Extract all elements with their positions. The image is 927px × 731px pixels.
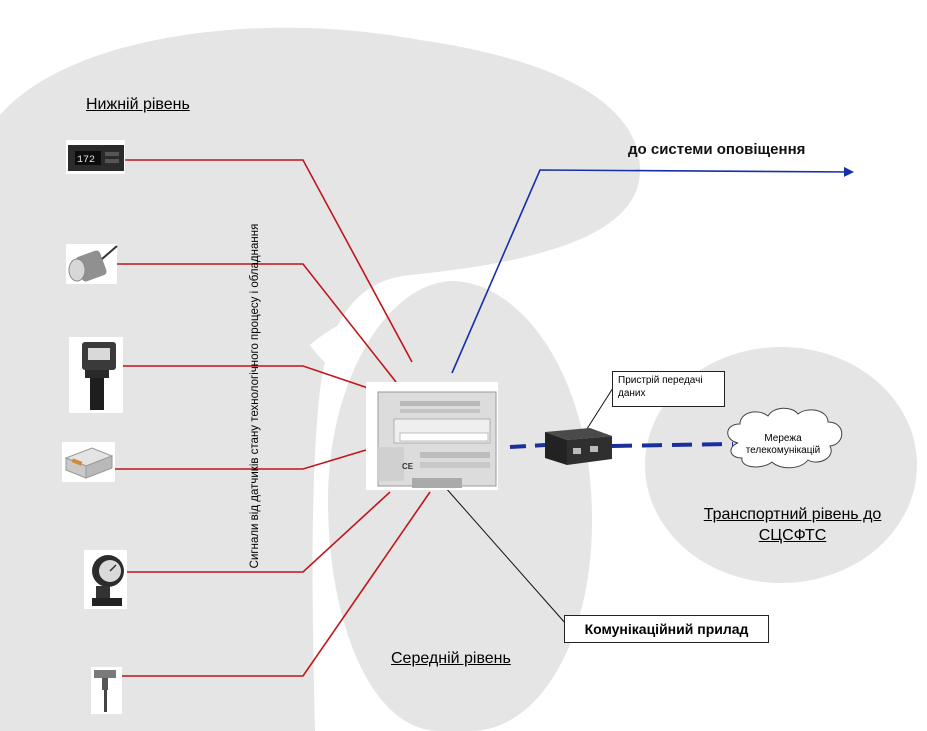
ce-mark: CE	[402, 462, 414, 471]
sensor-link-6	[120, 491, 431, 677]
sensor-links	[113, 159, 431, 677]
sensor-signals-label: Сигнали від датчиків стану технологічног…	[249, 223, 261, 569]
svg-text:172: 172	[77, 155, 95, 166]
tx-device-leader	[584, 387, 614, 433]
alert-link-arrow	[451, 166, 854, 374]
sensor-link-2	[116, 263, 397, 383]
temperature-probe-icon	[91, 667, 122, 714]
data-tx-device-callout: Пристрій передачі даних	[612, 371, 725, 407]
lower-level-label: Нижній рівень	[86, 96, 190, 113]
device-to-modem-link	[509, 443, 546, 449]
sensor-link-5	[124, 491, 391, 573]
telecom-network-cloud	[727, 407, 843, 469]
middle-level-label: Середній рівень	[391, 650, 511, 667]
level-meter-icon	[69, 337, 123, 413]
alert-system-label: до системи оповіщення	[628, 141, 806, 158]
pressure-gauge-icon	[84, 550, 127, 609]
communication-device-icon: CE	[366, 382, 498, 490]
relay-icon	[62, 442, 115, 482]
comm-device-leader	[436, 477, 567, 625]
data-transmission-device-icon	[545, 428, 612, 465]
comm-device-callout: Комунікаційний прилад	[564, 615, 769, 643]
transport-level-label: Транспортний рівень до СЦСФТС	[703, 506, 882, 544]
proximity-sensor-icon	[66, 244, 118, 284]
panel-meter-icon: 172	[66, 140, 125, 174]
region-gap	[310, 313, 368, 380]
sensor-link-1	[125, 159, 413, 363]
telecom-network-label: Мережа телекомунікацій	[745, 433, 821, 456]
background-regions	[0, 27, 917, 731]
modem-to-network-link	[611, 442, 734, 448]
sensor-link-4	[113, 449, 367, 470]
sensor-link-3	[122, 365, 369, 389]
lower-level-region	[0, 27, 640, 731]
